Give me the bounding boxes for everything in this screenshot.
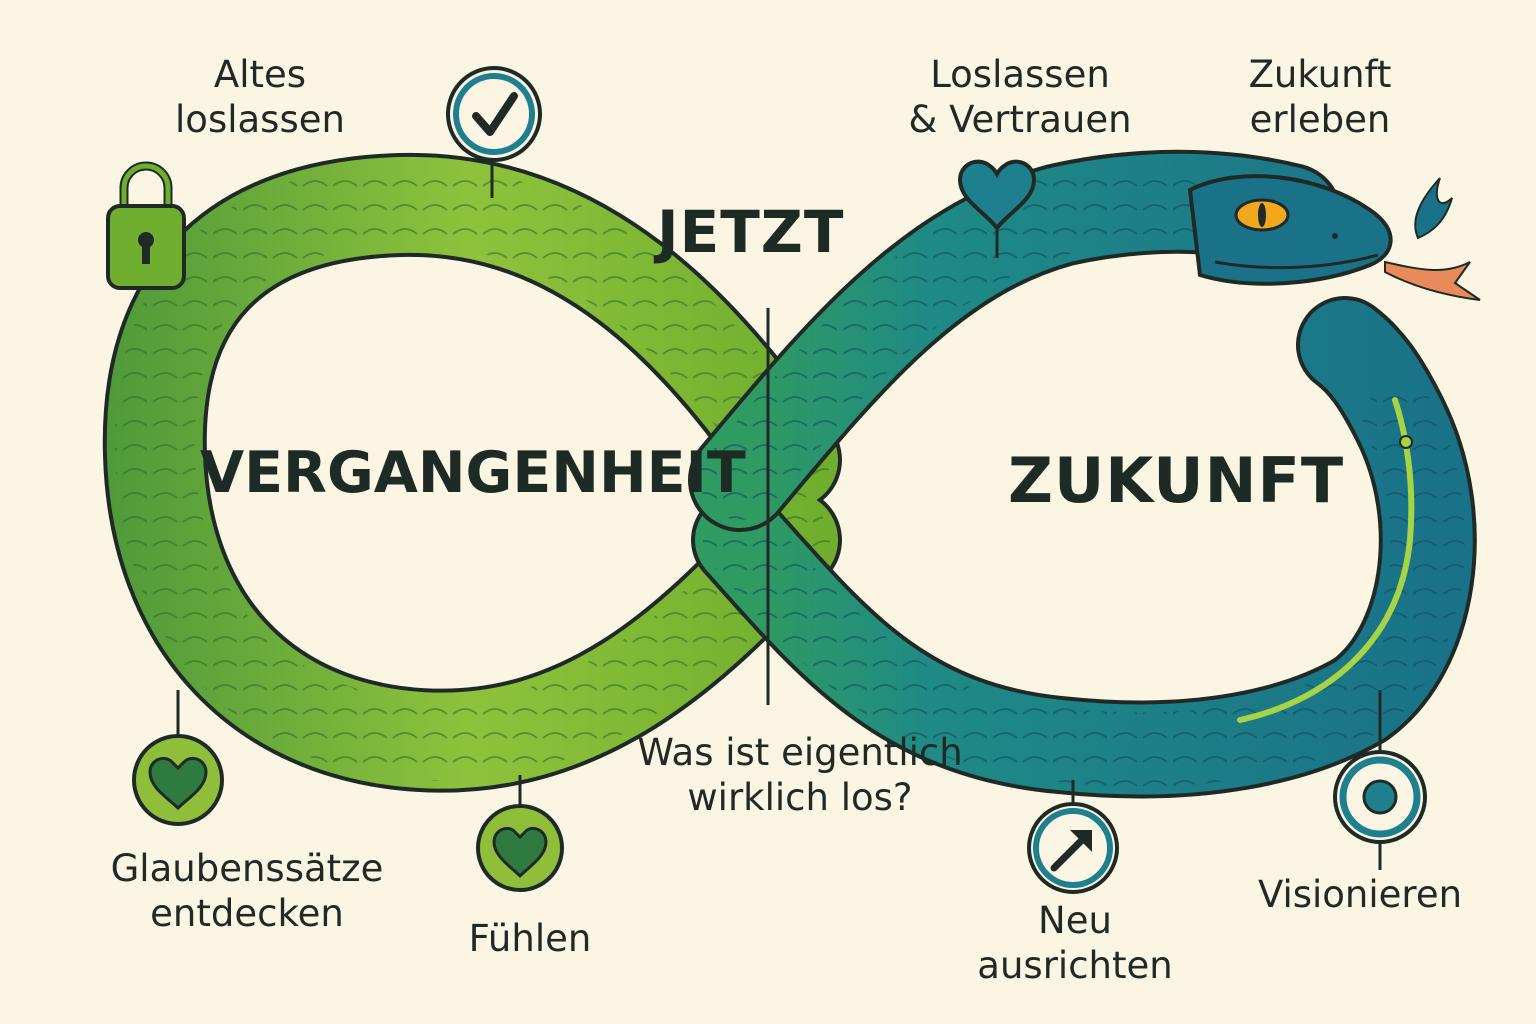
past-label: VERGANGENHEIT	[200, 440, 746, 506]
label-neu-ausrichten: Neu ausrichten	[977, 899, 1173, 988]
label-fuehlen: Fühlen	[468, 917, 592, 960]
future-label: ZUKUNFT	[1008, 444, 1345, 517]
arrow-up-right-icon	[1027, 802, 1119, 894]
snake-head	[1187, 174, 1481, 301]
label-altes-loslassen: Altes loslassen	[175, 53, 345, 142]
target-icon	[1333, 750, 1427, 844]
label-visionieren: Visionieren	[1257, 873, 1463, 916]
central-question: Was ist eigentlich wirklich los?	[637, 731, 963, 820]
now-heading: JETZT	[657, 198, 845, 266]
checkmark-icon	[446, 66, 542, 162]
snake-body-past	[102, 152, 842, 793]
label-loslassen-vertrauen: Loslassen & Vertrauen	[908, 53, 1132, 142]
heart-icon	[132, 734, 224, 826]
label-zukunft-erleben: Zukunft erleben	[1248, 53, 1392, 142]
label-glaubenssaetze: Glaubenssätze entdecken	[110, 847, 384, 936]
heart-icon	[476, 804, 564, 892]
connector-lines	[176, 160, 1382, 870]
heart-icon	[957, 159, 1037, 232]
padlock-icon	[106, 161, 186, 290]
